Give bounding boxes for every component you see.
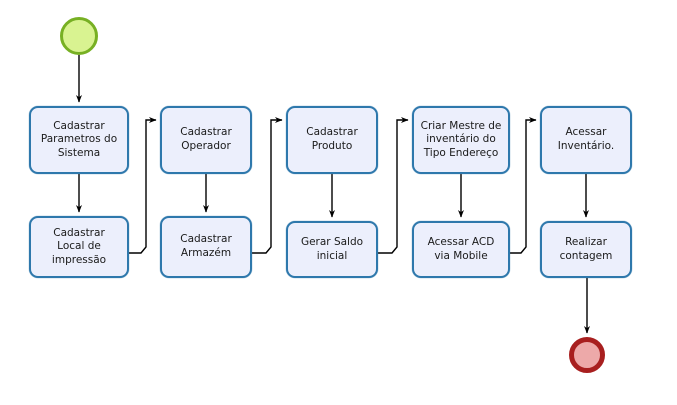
flow-t2-to-t3 xyxy=(129,116,157,254)
task-cadastrar-armazem[interactable]: Cadastrar Armazém xyxy=(160,216,252,278)
task-cadastrar-parametros-do-sistema[interactable]: Cadastrar Parametros do Sistema xyxy=(29,106,129,174)
end-event[interactable] xyxy=(569,337,605,373)
task-cadastrar-produto[interactable]: Cadastrar Produto xyxy=(286,106,378,174)
task-gerar-saldo-inicial[interactable]: Gerar Saldo inicial xyxy=(286,221,378,278)
task-cadastrar-operador[interactable]: Cadastrar Operador xyxy=(160,106,252,174)
task-realizar-contagem[interactable]: Realizar contagem xyxy=(540,221,632,278)
flow-t4-to-t5 xyxy=(252,116,283,254)
flow-t8-to-t9 xyxy=(510,116,537,254)
task-criar-mestre-de-inventario[interactable]: Criar Mestre de inventário do Tipo Ender… xyxy=(412,106,510,174)
task-acessar-inventario[interactable]: Acessar Inventário. xyxy=(540,106,632,174)
task-cadastrar-local-de-impressao[interactable]: Cadastrar Local de impressão xyxy=(29,216,129,278)
start-event[interactable] xyxy=(60,17,98,55)
task-acessar-acd-via-mobile[interactable]: Acessar ACD via Mobile xyxy=(412,221,510,278)
flow-t6-to-t7 xyxy=(378,116,409,254)
